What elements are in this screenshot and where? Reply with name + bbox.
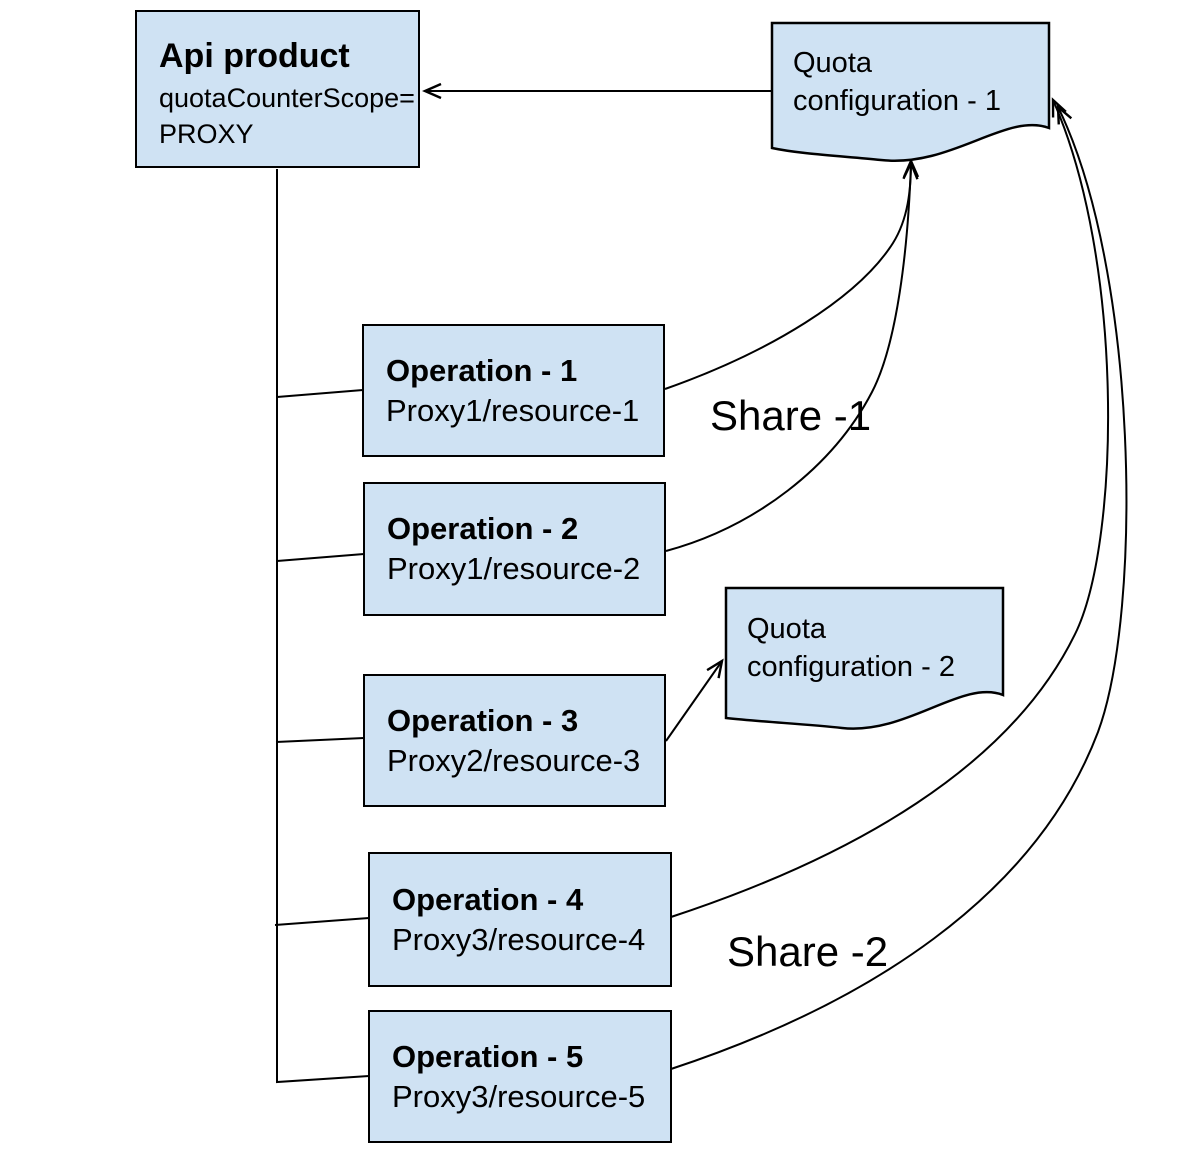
- edge-operation-4-to-quota1: [670, 97, 1110, 918]
- operation-2-title: Operation - 2: [387, 511, 579, 546]
- edge-trunk-to-operation-2: [276, 553, 365, 562]
- api-product-subtitle: quotaCounterScope= PROXY: [159, 83, 415, 149]
- operation-4-title: Operation - 4: [392, 881, 584, 917]
- operation-1-subtitle: Proxy1/resource-1: [386, 392, 640, 428]
- node-operation-2: Operation - 2 Proxy1/resource-2: [363, 482, 666, 616]
- node-operation-4: Operation - 4 Proxy3/resource-4: [368, 852, 672, 987]
- edge-operation-3-to-quota2: [665, 658, 724, 742]
- share-2-label: Share -2: [727, 928, 889, 975]
- operation-4-subtitle: Proxy3/resource-4: [392, 921, 646, 957]
- node-operation-5: Operation - 5 Proxy3/resource-5: [368, 1010, 672, 1143]
- operation-1-title: Operation - 1: [386, 352, 578, 388]
- operation-5-subtitle: Proxy3/resource-5: [392, 1078, 646, 1114]
- node-operation-3: Operation - 3 Proxy2/resource-3: [363, 674, 666, 807]
- api-product-title: Api product: [159, 37, 350, 75]
- operation-3-title: Operation - 3: [387, 702, 579, 738]
- quota-config-2-label: Quota configuration - 2: [747, 613, 955, 683]
- edge-operation-5-to-quota1: [670, 104, 1128, 1070]
- edge-trunk-to-operation-3: [275, 737, 365, 743]
- operation-3-subtitle: Proxy2/resource-3: [387, 742, 641, 778]
- quota-config-1-label: Quota configuration - 1: [793, 47, 1001, 117]
- edge-operation-2-to-quota1: [665, 160, 919, 552]
- edge-trunk-to-operation-4: [274, 917, 370, 926]
- edge-api-trunk: [276, 169, 370, 1084]
- quota-config-2-shape: [724, 586, 1005, 730]
- edge-trunk-to-operation-1: [276, 389, 364, 398]
- node-api-product: Api product quotaCounterScope= PROXY: [135, 10, 420, 168]
- operation-5-title: Operation - 5: [392, 1038, 584, 1074]
- quota-config-1-shape: [770, 21, 1051, 163]
- share-1-label: Share -1: [710, 392, 872, 439]
- operation-2-subtitle: Proxy1/resource-2: [387, 551, 641, 586]
- node-operation-1: Operation - 1 Proxy1/resource-1: [362, 324, 665, 457]
- edge-operation-1-to-quota1: [664, 158, 920, 390]
